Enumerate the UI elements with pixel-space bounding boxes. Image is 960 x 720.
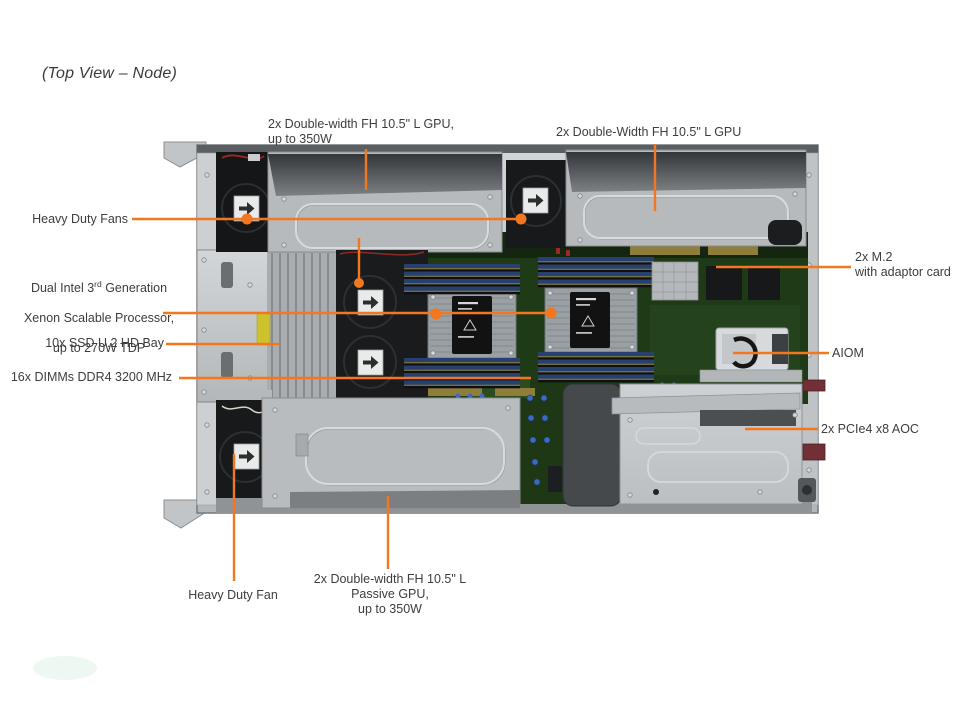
- aiom-bracket: [699, 369, 803, 383]
- m2-chip-1: [706, 266, 742, 300]
- mesh-heatsink: [651, 261, 699, 301]
- ssd-bay: [196, 249, 338, 403]
- m2-adaptor-area: [651, 261, 780, 301]
- fan-module-top-middle: [506, 160, 568, 248]
- shroud-latch: [295, 433, 309, 457]
- label-cpu-superscript: rd: [94, 278, 102, 289]
- mesh-grid: [652, 262, 698, 300]
- ssd-bay-handle-top: [221, 262, 233, 288]
- label-cpu-line3: up to 270W TDP: [52, 341, 146, 355]
- label-heavy-duty-fans: Heavy Duty Fans: [32, 212, 128, 226]
- callout-dot-cpu-2: [545, 307, 557, 319]
- warning-sticker: [256, 312, 271, 346]
- fan-arrow-icon: [522, 187, 549, 214]
- label-gpu-top-left: 2x Double-width FH 10.5" L GPU, up to 35…: [268, 117, 454, 146]
- gpu-shroud-top-right: [565, 149, 807, 247]
- heatsink-label-marks: [458, 302, 478, 338]
- label-heavy-duty-fan-bottom: Heavy Duty Fan: [188, 588, 278, 602]
- shroud-cutout: [768, 220, 802, 245]
- label-pcie: 2x PCIe4 x8 AOC: [821, 422, 919, 436]
- shroud-dark-band: [566, 152, 806, 192]
- heatsink-label: [452, 296, 492, 354]
- dimm-bank: [538, 257, 654, 287]
- fan-arrow-icon: [233, 443, 260, 470]
- label-cpu-line1-post: Generation: [101, 281, 168, 295]
- rear-connector-bottom: [802, 443, 826, 461]
- callout-lines: [132, 144, 851, 581]
- shroud-dark-band: [268, 154, 502, 196]
- hinge-pin: [802, 485, 812, 495]
- ssd-bay-fin-area: [267, 252, 337, 400]
- fan-bracket: [216, 390, 272, 400]
- label-ssd-bay: 10x SSD U.2 HD Bay: [45, 336, 164, 350]
- cover-slot: [700, 410, 796, 426]
- fan-cable: [339, 251, 425, 256]
- callout-dot-cpu-1: [430, 308, 442, 320]
- rear-connector-top: [802, 379, 826, 392]
- fan-arrow-icon: [357, 289, 384, 316]
- pcie-cover: [611, 383, 803, 505]
- label-m2: 2x M.2 with adaptor card: [855, 250, 951, 279]
- callout-dot-fan-1: [241, 213, 253, 225]
- capacitor-column: [526, 394, 562, 492]
- label-gpu-top-right: 2x Double-Width FH 10.5" L GPU: [556, 125, 742, 139]
- fan-cable: [221, 154, 265, 160]
- aiom-connector: [772, 334, 788, 364]
- fan-ring: [343, 335, 397, 389]
- watermark: [33, 656, 97, 680]
- shroud-bottom-band: [290, 490, 520, 508]
- chassis-top-edge: [197, 145, 818, 153]
- label-cpu-line1-pre: Dual Intel 3: [30, 281, 95, 295]
- shroud-emboss: [583, 195, 789, 239]
- aiom-module: [699, 327, 803, 383]
- aiom-cable: [732, 336, 758, 369]
- label-dimms: 16x DIMMs DDR4 3200 MHz: [10, 370, 172, 384]
- gpu-shroud-bottom: [261, 397, 521, 509]
- cover-hole: [653, 489, 659, 495]
- cover-emboss: [647, 451, 789, 483]
- ssd-bay-handle-bottom: [221, 352, 233, 378]
- label-aiom: AIOM: [832, 346, 864, 360]
- m2-chip-2: [748, 266, 780, 300]
- rear-connectors: [798, 379, 826, 502]
- fan-ring: [343, 275, 397, 329]
- cover-rail: [611, 392, 801, 415]
- callout-dot-fan-2: [515, 213, 527, 225]
- callout-dot-mid-fan: [354, 278, 364, 288]
- gpu-shroud-top-left: [267, 151, 503, 253]
- label-cpu: Dual Intel 3rd Generation Xenon Scalable…: [16, 266, 182, 371]
- fan-arrow-icon: [357, 349, 384, 376]
- label-cpu-line1: Dual Intel 3rd Generation: [16, 278, 182, 296]
- shroud-emboss: [295, 203, 489, 249]
- dimm-bank: [404, 358, 520, 388]
- fan-connector: [248, 154, 260, 161]
- label-cpu-line2: Xenon Scalable Processor,: [23, 311, 175, 325]
- dimm-bank: [404, 264, 520, 294]
- mounting-ear-top-left: [163, 141, 207, 168]
- label-gpu-bottom: 2x Double-width FH 10.5" L Passive GPU, …: [313, 572, 467, 616]
- ssd-bay-fins: [271, 253, 329, 398]
- dimm-bank: [538, 352, 654, 382]
- cpu-heatsink-1: [427, 291, 517, 359]
- fan-module-top-left: [216, 152, 271, 252]
- page-title: (Top View – Node): [42, 65, 178, 82]
- heatsink-label-marks: [576, 298, 596, 334]
- cover-emboss-small: [635, 427, 701, 445]
- fan-ring: [510, 175, 562, 227]
- cpu-heatsink-2: [544, 287, 638, 353]
